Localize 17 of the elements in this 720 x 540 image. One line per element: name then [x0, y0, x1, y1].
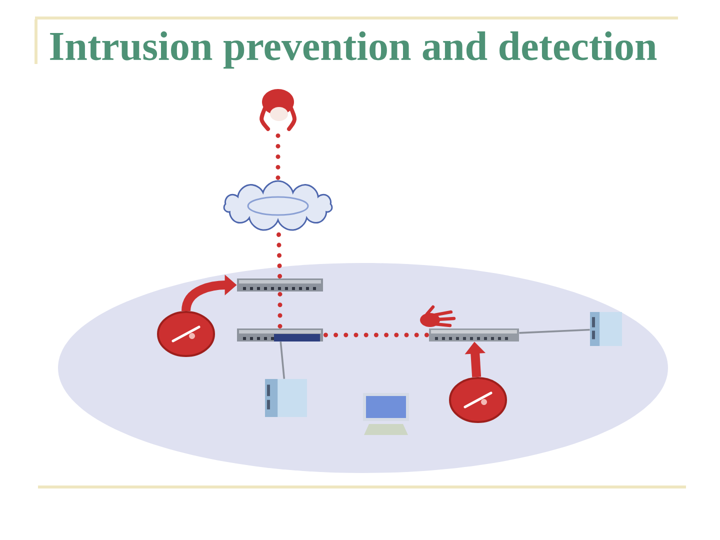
cloud — [223, 180, 333, 231]
server-box — [590, 312, 622, 346]
attacker-figure — [260, 89, 296, 131]
server-box — [265, 378, 307, 417]
dotted-line — [276, 130, 280, 182]
prohibition-sign — [157, 310, 215, 357]
computer-monitor — [363, 392, 409, 435]
switch-device — [237, 328, 323, 342]
dotted-line — [276, 230, 282, 281]
prohibition-sign — [449, 376, 507, 423]
router-device — [237, 278, 323, 292]
cable-line — [280, 342, 286, 379]
dotted-line — [278, 289, 282, 331]
title: Intrusion prevention and detection — [50, 31, 657, 69]
sensor-device — [429, 328, 519, 342]
dotted-line — [320, 332, 432, 338]
cable-line — [519, 328, 590, 334]
